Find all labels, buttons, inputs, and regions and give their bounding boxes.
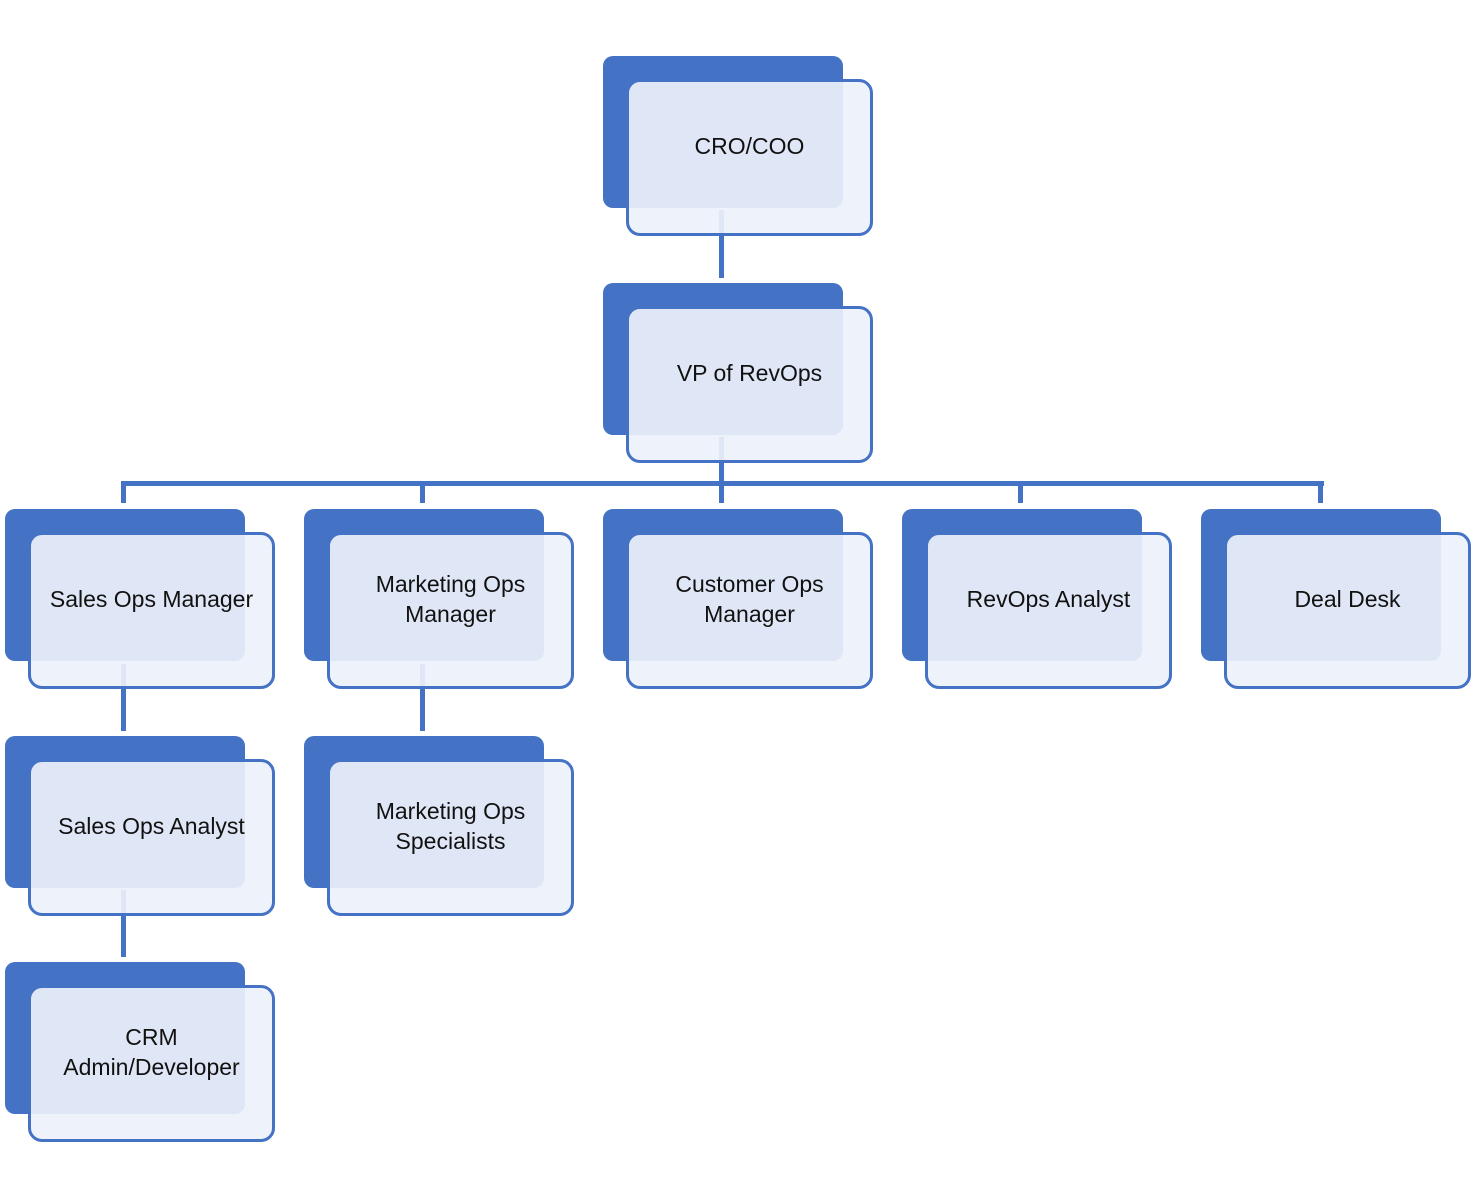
- connector-drop-deal-desk: [1318, 481, 1323, 503]
- node-card: VP of RevOps: [626, 306, 873, 463]
- connector-horizontal-bar: [121, 481, 1324, 486]
- node-customer-ops-manager: Customer Ops Manager: [603, 509, 873, 689]
- connector-drop-sales-ops: [121, 481, 126, 503]
- node-revops-analyst: RevOps Analyst: [902, 509, 1172, 689]
- node-marketing-ops-manager: Marketing Ops Manager: [304, 509, 574, 689]
- node-label: Sales Ops Manager: [49, 585, 254, 612]
- node-card: CRM Admin/Developer: [28, 985, 275, 1142]
- connector-sales-manager-analyst: [121, 664, 126, 731]
- node-card: CRO/COO: [626, 79, 873, 236]
- connector-drop-revops-analyst: [1018, 481, 1023, 503]
- node-label: CRO/COO: [694, 132, 805, 159]
- node-label: Sales Ops Analyst: [58, 812, 245, 839]
- node-card: Marketing Ops Manager: [327, 532, 574, 689]
- node-card: Sales Ops Manager: [28, 532, 275, 689]
- connector-sales-analyst-crm: [121, 890, 126, 957]
- node-sales-ops-manager: Sales Ops Manager: [5, 509, 275, 689]
- connector-vp-down: [719, 437, 724, 503]
- node-card: Sales Ops Analyst: [28, 759, 275, 916]
- node-card: Marketing Ops Specialists: [327, 759, 574, 916]
- node-label: Deal Desk: [1294, 585, 1401, 612]
- node-label: CRM Admin/Developer: [63, 1023, 240, 1080]
- node-label: VP of RevOps: [676, 359, 823, 386]
- connector-cro-vp: [719, 210, 724, 278]
- connector-marketing-manager-specialists: [420, 664, 425, 731]
- connector-drop-marketing-ops: [420, 481, 425, 503]
- node-label: Customer Ops Manager: [675, 570, 824, 627]
- node-deal-desk: Deal Desk: [1201, 509, 1471, 689]
- node-card: RevOps Analyst: [925, 532, 1172, 689]
- node-marketing-ops-specialists: Marketing Ops Specialists: [304, 736, 574, 916]
- node-crm-admin-developer: CRM Admin/Developer: [5, 962, 275, 1142]
- node-vp-of-revops: VP of RevOps: [603, 283, 873, 463]
- node-label: Marketing Ops Specialists: [375, 797, 526, 854]
- node-card: Customer Ops Manager: [626, 532, 873, 689]
- node-cro-coo: CRO/COO: [603, 56, 873, 236]
- node-label: RevOps Analyst: [966, 585, 1131, 612]
- node-label: Marketing Ops Manager: [375, 570, 526, 627]
- node-sales-ops-analyst: Sales Ops Analyst: [5, 736, 275, 916]
- node-card: Deal Desk: [1224, 532, 1471, 689]
